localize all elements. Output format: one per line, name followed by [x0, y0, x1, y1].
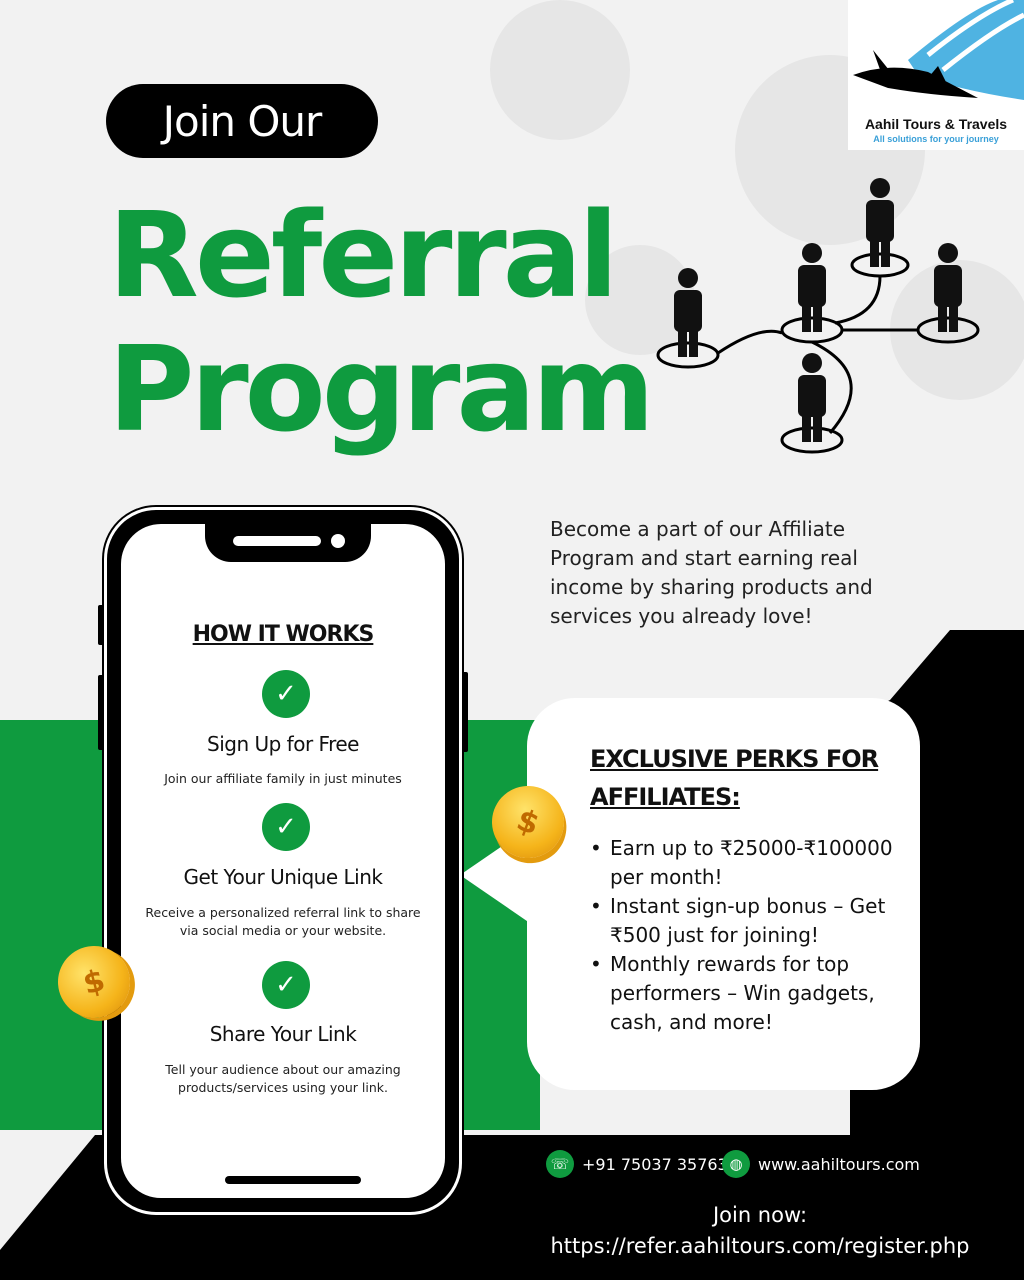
- referral-network-icon: [656, 178, 980, 454]
- step-title: Share Your Link: [209, 1022, 357, 1046]
- perk-item: Earn up to ₹25000-₹100000 per month!: [590, 834, 910, 892]
- perk-item: Monthly rewards for top performers – Win…: [590, 950, 910, 1037]
- join-now-label: Join now:: [712, 1203, 808, 1227]
- phone-mockup: HOW IT WORKS ✓ Sign Up for Free Join our…: [104, 507, 462, 1215]
- check-icon: ✓: [262, 803, 310, 851]
- perks-heading: EXCLUSIVE PERKS FOR AFFILIATES:: [590, 740, 879, 816]
- logo-tagline: All solutions for your journey: [873, 134, 999, 144]
- phone-contact[interactable]: ☏ +91 75037 35763: [546, 1150, 728, 1178]
- step-desc: Join our affiliate family in just minute…: [164, 771, 402, 786]
- title-referral: Referral: [108, 186, 619, 324]
- intro-text: Become a part of our Affiliate Program a…: [550, 517, 873, 628]
- phone-side-button: [462, 672, 468, 752]
- home-indicator: [225, 1176, 361, 1184]
- perks-list: Earn up to ₹25000-₹100000 per month! Ins…: [590, 834, 910, 1037]
- phone-number[interactable]: +91 75037 35763: [582, 1154, 728, 1174]
- website-link[interactable]: www.aahiltours.com: [758, 1154, 920, 1174]
- airplane-logo-icon: [853, 0, 1024, 100]
- join-our-pill: Join Our: [106, 84, 378, 158]
- check-icon: ✓: [262, 961, 310, 1009]
- title-program: Program: [108, 320, 655, 458]
- phone-notch: [205, 522, 371, 562]
- step-desc: Receive a personalized referral link to …: [145, 905, 421, 938]
- logo-name: Aahil Tours & Travels: [864, 116, 1008, 132]
- step-title: Get Your Unique Link: [183, 865, 383, 889]
- phone-screen: HOW IT WORKS ✓ Sign Up for Free Join our…: [121, 522, 445, 1198]
- step-desc: Tell your audience about our amazing pro…: [165, 1062, 401, 1095]
- website-contact[interactable]: ◍ www.aahiltours.com: [722, 1150, 920, 1178]
- how-it-works-heading: HOW IT WORKS: [192, 622, 375, 647]
- join-url-link[interactable]: https://refer.aahiltours.com/register.ph…: [550, 1234, 970, 1258]
- check-icon: ✓: [262, 670, 310, 718]
- globe-icon: ◍: [722, 1150, 750, 1178]
- step-title: Sign Up for Free: [207, 732, 359, 756]
- perks-card: EXCLUSIVE PERKS FOR AFFILIATES: Earn up …: [527, 698, 920, 1090]
- phone-side-button: [98, 605, 104, 645]
- perks-heading-line: AFFILIATES:: [590, 783, 741, 811]
- perks-heading-line: EXCLUSIVE PERKS FOR: [590, 745, 879, 773]
- phone-side-button: [98, 675, 104, 750]
- perk-item: Instant sign-up bonus – Get ₹500 just fo…: [590, 892, 910, 950]
- phone-icon: ☏: [546, 1150, 574, 1178]
- company-logo: Aahil Tours & Travels All solutions for …: [848, 0, 1024, 150]
